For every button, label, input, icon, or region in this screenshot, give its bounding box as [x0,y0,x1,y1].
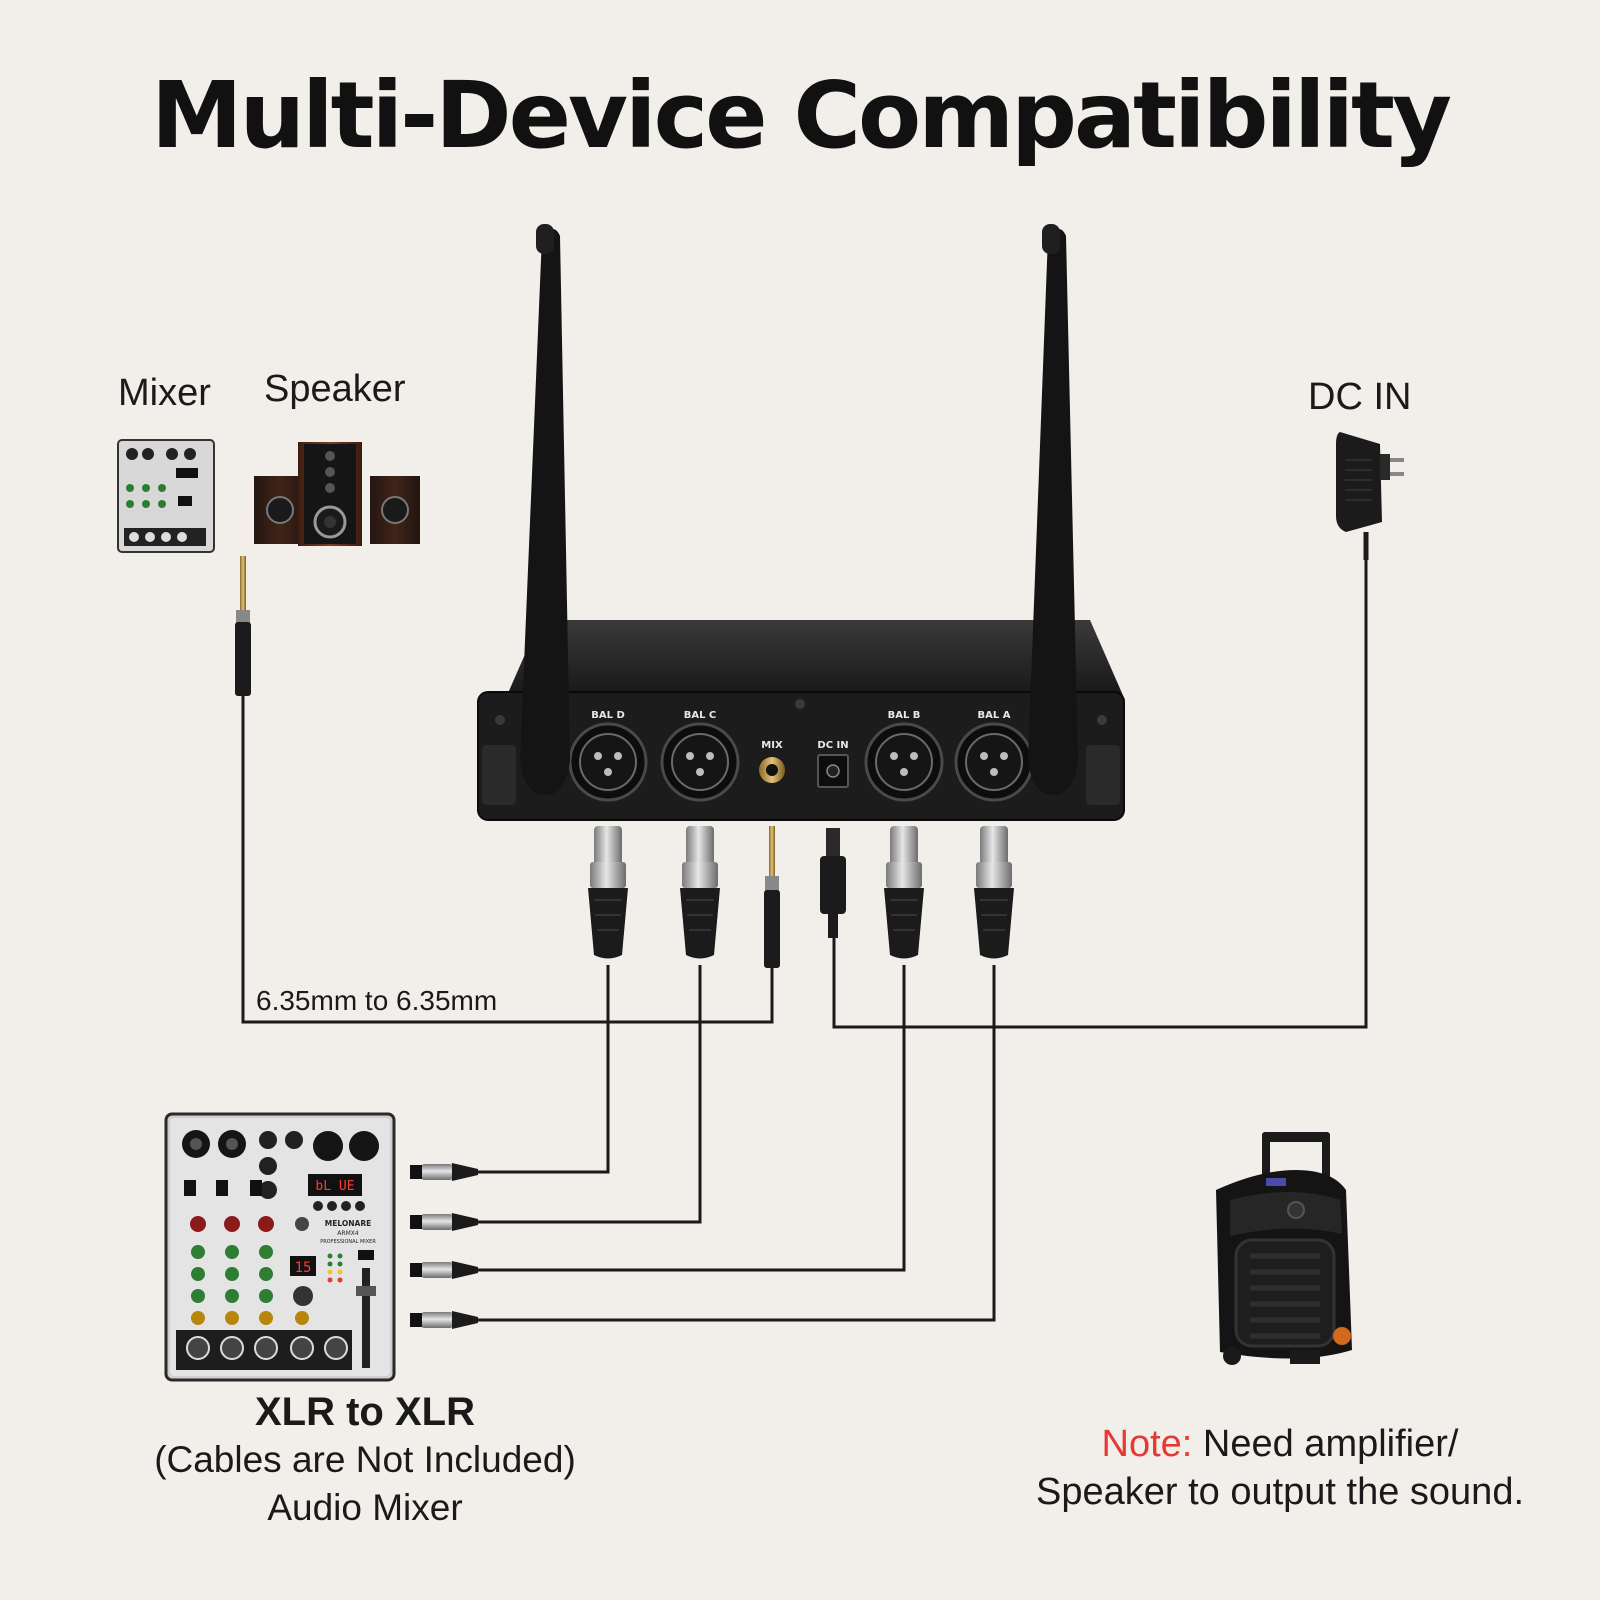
output-note: Note: Need amplifier/ Speaker to output … [990,1420,1570,1516]
port-label-bal-a: BAL A [978,710,1011,721]
cable-635-label: 6.35mm to 6.35mm [256,985,498,1016]
wire-635 [241,690,774,1024]
antenna-left [520,224,570,795]
party-speaker-icon [1216,1132,1352,1365]
dc-in-label: DC IN [1308,376,1412,418]
note-line2: Speaker to output the sound. [1035,1471,1525,1513]
port-mix [759,757,785,783]
mixer-brand: MELONARE [325,1219,371,1228]
speaker-label: Speaker [264,368,406,410]
mixer-label: Mixer [118,372,211,414]
port-label-bal-c: BAL C [684,710,717,721]
note-line1: Need amplifier/ [1202,1423,1459,1465]
wireless-receiver: BAL D BAL C MIX DC IN BAL B BAL A [477,620,1125,821]
xlr-plug-a [974,826,1014,959]
port-bal-c [660,722,740,802]
mixer-xlr-plug-3 [410,1261,478,1279]
power-adapter-icon [1336,432,1404,560]
mixer-subtitle: PROFESSIONAL MIXER [320,1239,376,1245]
port-label-dc-in: DC IN [817,740,848,751]
mixer-meter [327,1253,343,1283]
caption-heading: XLR to XLR [255,1390,475,1434]
xlr-plug-b [884,826,924,959]
note-prefix: Note: [1101,1423,1193,1465]
caption-line3: Audio Mixer [267,1487,463,1528]
mixer-model: ARMX4 [337,1230,359,1237]
mixer-caption: XLR to XLR (Cables are Not Included) Aud… [110,1388,620,1532]
wire-bal-b [478,965,906,1272]
mixer-xlr-plug-2 [410,1213,478,1231]
jack-plug-top-left [235,556,251,696]
mixer-xlr-plug-4 [410,1311,478,1329]
xlr-plug-d [588,826,628,959]
mixer-icon [117,439,215,553]
port-bal-b [864,722,944,802]
xlr-plug-c [680,826,720,959]
caption-line2: (Cables are Not Included) [154,1439,576,1480]
wire-bal-d [478,965,610,1174]
mixer-xlr-plug-1 [410,1163,478,1181]
wire-bal-c [478,965,702,1224]
page-title: Multi-Device Compatibility [151,62,1452,169]
speaker-icon [254,442,420,546]
port-bal-a [954,722,1034,802]
wire-bal-a [478,965,996,1322]
jack-plug-mix [764,826,780,968]
port-dc-in [817,754,849,788]
port-label-bal-b: BAL B [888,710,921,721]
port-label-mix: MIX [761,740,783,751]
port-label-bal-d: BAL D [591,710,625,721]
wires [241,560,1368,1322]
mixer-knobs [190,1216,309,1325]
antenna-right [1028,224,1078,795]
audio-mixer: bL UE MELONARE ARMX4 PROFESSIONAL MIXER … [164,1112,396,1382]
mixer-display: bL UE [315,1179,354,1194]
mixer-program-display: 15 [295,1260,312,1276]
dc-plug [820,828,846,938]
wire-dc [832,560,1368,1029]
port-bal-d [568,722,648,802]
